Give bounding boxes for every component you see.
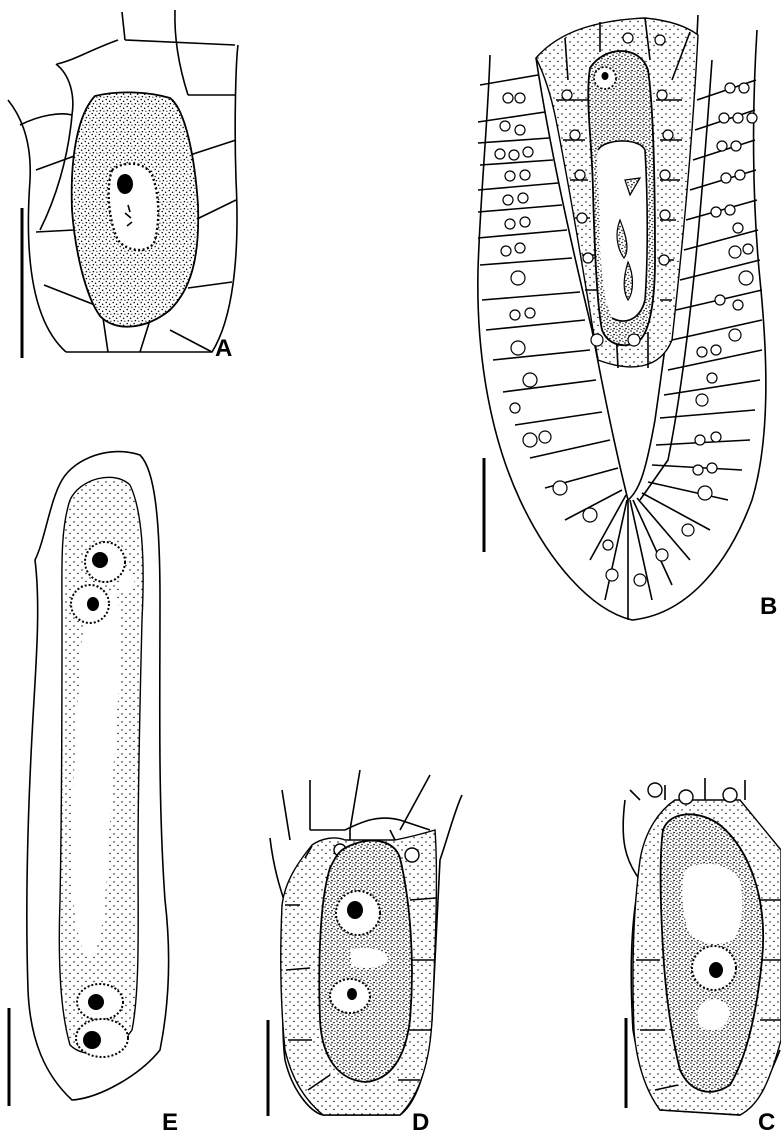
panel-a: A: [8, 10, 238, 362]
panel-label-b: B: [760, 593, 777, 620]
panel-d: D: [268, 770, 462, 1136]
panel-label-a: A: [215, 335, 232, 362]
panel-b: B: [478, 15, 778, 620]
panel-c: C: [623, 778, 781, 1136]
panel-label-e: E: [162, 1109, 178, 1136]
panel-e: E: [9, 452, 178, 1136]
panel-label-d: D: [412, 1109, 429, 1136]
panel-label-c: C: [758, 1109, 775, 1136]
